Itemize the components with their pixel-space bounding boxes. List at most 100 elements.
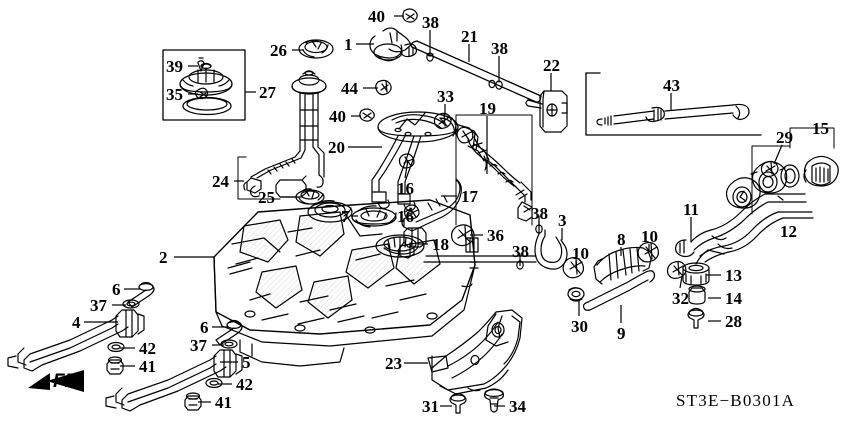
part-35-screw-head <box>194 87 209 100</box>
part-34-rivet <box>483 388 505 413</box>
callout-39: 39 <box>166 57 183 76</box>
callout-4: 4 <box>72 313 81 332</box>
part-4-band-left <box>7 309 145 372</box>
callout-9: 9 <box>617 324 626 343</box>
part-37-washer-a <box>122 299 140 309</box>
callout-6: 6 <box>112 280 121 299</box>
frame-27 <box>162 49 246 121</box>
callout-30: 30 <box>571 317 588 336</box>
callout-23: 23 <box>385 354 402 373</box>
part-19-fuel-line <box>398 112 533 222</box>
callout-34: 34 <box>509 397 526 416</box>
callout-7: 7 <box>341 207 350 226</box>
part-23-heat-shield <box>427 309 523 395</box>
callout-38: 38 <box>491 39 508 58</box>
callout-10: 10 <box>641 227 658 246</box>
callout-15: 15 <box>812 119 829 138</box>
callout-19: 19 <box>479 99 496 118</box>
part-40-nut-b <box>359 108 375 122</box>
diagram-part-code: ST3E−B0301A <box>676 391 796 410</box>
frame-12 <box>751 145 791 215</box>
part-2-fuel-tank <box>213 199 479 367</box>
callout-42: 42 <box>139 339 156 358</box>
callout-41: 41 <box>139 357 156 376</box>
part-27-cover <box>179 62 233 96</box>
leader-32 <box>679 275 683 289</box>
part-16-band-b <box>403 204 420 220</box>
callout-35: 35 <box>166 85 183 104</box>
leader-29 <box>773 144 783 165</box>
callout-37: 37 <box>190 336 207 355</box>
callout-36: 36 <box>487 226 504 245</box>
callout-17: 17 <box>461 187 478 206</box>
callout-2: 2 <box>159 248 168 267</box>
part-42-washer-b <box>205 377 223 389</box>
part-38-clip-b <box>488 71 503 90</box>
callout-27: 27 <box>259 83 276 102</box>
part-32-clamp <box>666 260 687 280</box>
part-21-vent-tube <box>410 40 542 103</box>
part-40-nut-a <box>402 8 418 23</box>
part-42-washer-a <box>107 341 125 353</box>
part-37-washer-b <box>220 339 238 349</box>
front-direction-label: FR. <box>53 371 84 392</box>
part-39-screw <box>197 57 205 72</box>
callout-31: 31 <box>422 397 439 416</box>
callout-6: 6 <box>200 318 209 337</box>
part-30-washer <box>567 287 585 302</box>
callout-44: 44 <box>341 79 358 98</box>
part-10-clamp-b <box>562 257 585 279</box>
part-7-lock-ring <box>351 205 397 228</box>
part-13-grommet <box>682 262 710 286</box>
callout-12: 12 <box>780 222 797 241</box>
part-1-two-way-valve <box>369 27 418 62</box>
part-12-filler-bracket <box>725 161 788 209</box>
callout-8: 8 <box>617 230 626 249</box>
part-6-bolt-b <box>215 319 243 346</box>
callout-1: 1 <box>344 35 353 54</box>
part-26-seal-ring <box>298 39 334 59</box>
leader-16 <box>404 207 413 213</box>
callout-38: 38 <box>512 242 529 261</box>
callout-leaders <box>84 15 783 407</box>
callout-16: 16 <box>397 207 414 226</box>
callout-38: 38 <box>531 204 548 223</box>
callout-22: 22 <box>543 56 560 75</box>
part-15-filler-cap <box>780 155 839 188</box>
callout-20: 20 <box>328 138 345 157</box>
callout-40: 40 <box>329 107 346 126</box>
callout-16: 16 <box>397 179 414 198</box>
callout-37: 37 <box>90 296 107 315</box>
callout-38: 38 <box>422 13 439 32</box>
part-9-breather-tube <box>582 270 656 311</box>
frame-15 <box>789 127 835 149</box>
callout-24: 24 <box>212 172 229 191</box>
callout-33: 33 <box>437 87 454 106</box>
part-41-nut-b <box>184 392 202 411</box>
part-41-nut-a <box>106 356 124 375</box>
frame-19 <box>455 114 533 226</box>
callout-21: 21 <box>461 27 478 46</box>
part-10-clamp-a <box>637 241 660 263</box>
part-31-bolt <box>449 392 467 414</box>
callout-5: 5 <box>242 353 251 372</box>
part-6-bolt-a <box>127 281 155 308</box>
callout-10: 10 <box>572 244 589 263</box>
callout-18: 18 <box>432 235 449 254</box>
part-44-clip <box>375 79 392 96</box>
part-22-bracket <box>525 90 568 133</box>
callout-11: 11 <box>683 200 700 219</box>
part-43-tube-set <box>596 103 750 126</box>
callout-14: 14 <box>725 289 742 308</box>
part-28-bolt <box>687 307 705 329</box>
callout-43: 43 <box>663 76 680 95</box>
part-24-pump-bracket <box>243 70 327 198</box>
frame-24 <box>237 156 281 200</box>
callout-28: 28 <box>725 312 742 331</box>
callout-26: 26 <box>270 41 287 60</box>
callout-29: 29 <box>776 128 793 147</box>
part-14-collar <box>688 285 706 305</box>
callout-32: 32 <box>672 289 689 308</box>
